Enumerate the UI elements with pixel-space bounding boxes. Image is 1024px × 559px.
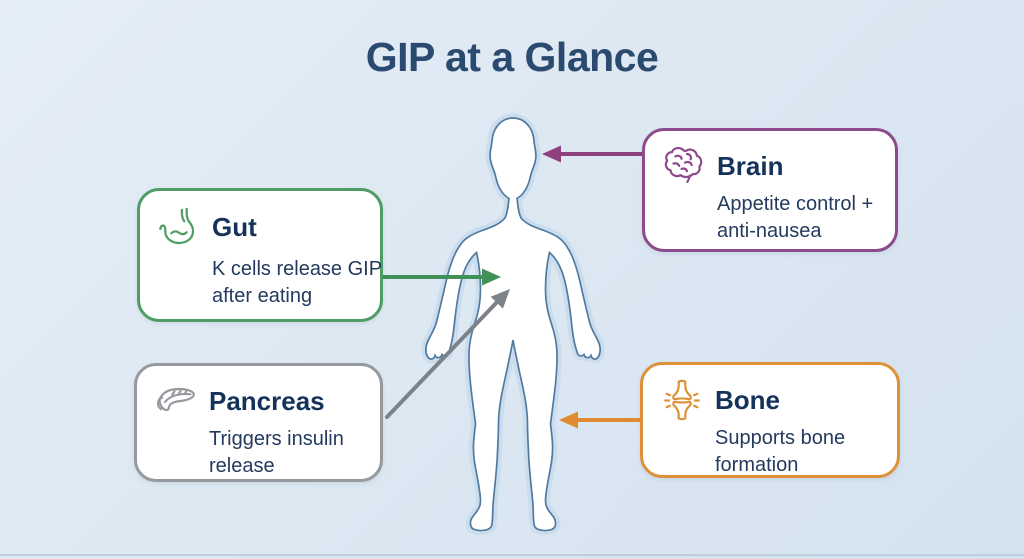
card-bone: Bone Supports bone formation bbox=[640, 362, 900, 478]
arrow-pancreas-head bbox=[490, 289, 510, 309]
arrow-bone-head bbox=[559, 411, 578, 429]
card-pancreas-title: Pancreas bbox=[209, 385, 325, 416]
card-brain-title: Brain bbox=[717, 150, 784, 181]
bottom-divider bbox=[0, 554, 1024, 556]
arrow-gut-head bbox=[482, 268, 501, 286]
body-outline bbox=[424, 117, 602, 532]
arrow-pancreas-to-abdomen bbox=[385, 289, 510, 419]
card-gut-title: Gut bbox=[212, 212, 257, 243]
card-pancreas-description: Triggers insulin release bbox=[209, 428, 344, 477]
arrow-brain-to-head bbox=[542, 145, 647, 163]
card-brain: Brain Appetite control + anti-nausea bbox=[642, 128, 898, 252]
brain-icon bbox=[661, 143, 707, 189]
card-bone-title: Bone bbox=[715, 384, 780, 415]
card-gut-description: K cells release GIP after eating bbox=[212, 257, 383, 307]
card-bone-description: Supports bone formation bbox=[715, 427, 846, 476]
card-gut: Gut K cells release GIP after eating bbox=[137, 188, 383, 322]
pancreas-icon bbox=[153, 378, 199, 424]
arrow-bone-to-leg bbox=[559, 411, 642, 429]
arrow-pancreas-line bbox=[385, 297, 502, 419]
human-body-silhouette bbox=[421, 113, 605, 536]
card-brain-description: Appetite control + anti-nausea bbox=[717, 193, 874, 242]
stomach-icon bbox=[156, 205, 202, 251]
page-title: GIP at a Glance bbox=[365, 34, 659, 80]
arrow-gut-to-abdomen bbox=[381, 268, 501, 286]
bone-icon bbox=[659, 377, 705, 423]
arrow-brain-head bbox=[542, 145, 561, 163]
card-pancreas: Pancreas Triggers insulin release bbox=[134, 363, 383, 482]
